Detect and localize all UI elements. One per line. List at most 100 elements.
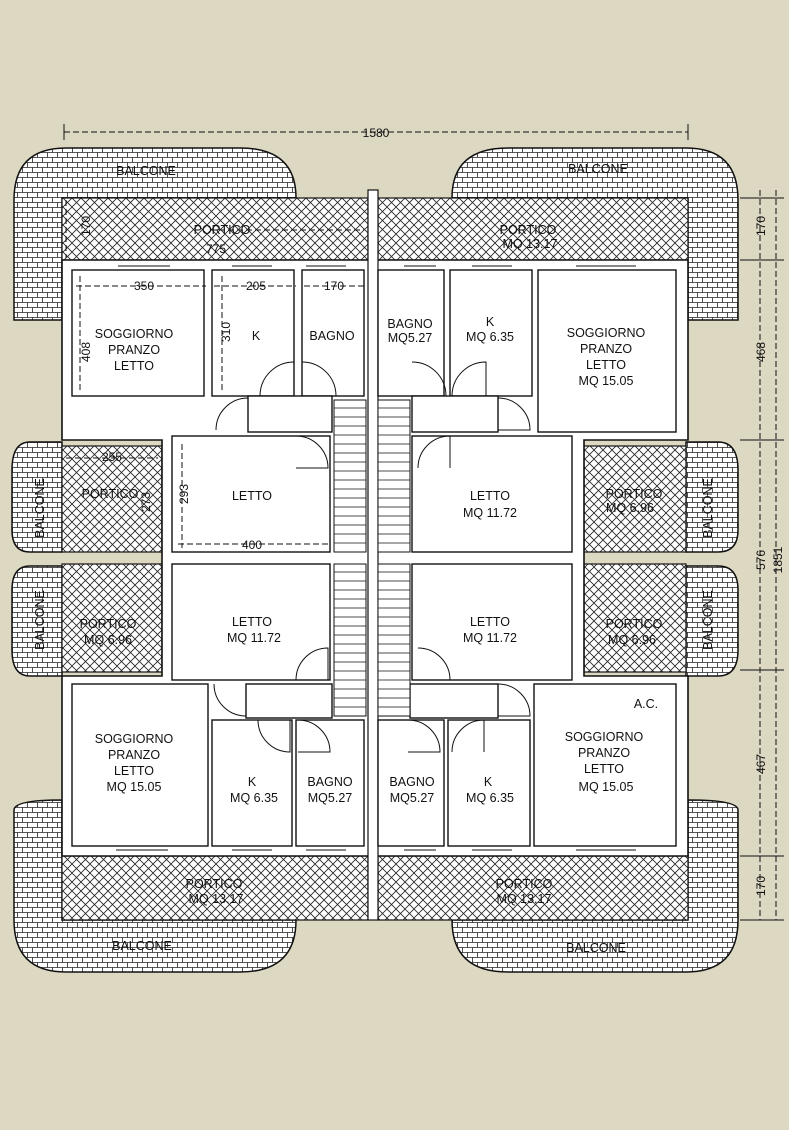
- porticos: [61, 197, 689, 921]
- bedroom-label-bl: LETTO: [232, 615, 272, 629]
- dim-273: 273: [139, 492, 153, 512]
- unit-top-left: [71, 269, 365, 553]
- doors: [213, 361, 531, 753]
- room-labels: SOGGIORNO PRANZO LETTO K BAGNO LETTO BAG…: [95, 315, 658, 805]
- portico-top-right: [377, 197, 689, 261]
- door-icon: [295, 647, 329, 681]
- portico-label-right-upper: PORTICO: [606, 487, 663, 501]
- dim-1851: 1851: [771, 546, 785, 573]
- bedroom-area-bl: MQ 11.72: [227, 631, 281, 645]
- kitchen-area-tr: MQ 6.35: [466, 330, 514, 344]
- dim-408: 408: [79, 342, 93, 362]
- living-label-tl: PRANZO: [108, 343, 160, 357]
- door-icon: [411, 361, 447, 397]
- dim-170b: 170: [324, 279, 344, 293]
- dimension-lines: [63, 124, 784, 921]
- dim-293: 293: [177, 484, 191, 504]
- room-bedroom-bl: [171, 563, 331, 681]
- balconies: [11, 147, 739, 973]
- door-icon: [257, 719, 291, 753]
- living-label-tl: LETTO: [114, 359, 154, 373]
- kitchen-label-br: K: [484, 775, 493, 789]
- balcony-left-upper: [11, 441, 63, 553]
- dim-top-170: 170: [754, 216, 768, 236]
- bedroom-area-br: MQ 11.72: [463, 631, 517, 645]
- portico-label-right-lower: PORTICO: [606, 617, 663, 631]
- door-icon: [417, 647, 451, 681]
- bath-area-tr: MQ5.27: [388, 331, 433, 345]
- room-bath-bl: [295, 719, 365, 847]
- balcony-right-lower: [685, 565, 739, 677]
- portico-labels: PORTICO PORTICO MQ 13.17 PORTICO PORTICO…: [80, 223, 663, 906]
- balcony-label-right-upper: BALCONE: [701, 478, 715, 538]
- dimension-labels: 1580 1851 170 468 576 467 170 170 775 35…: [79, 126, 785, 896]
- kitchen-area-bl: MQ 6.35: [230, 791, 278, 805]
- living-area-br: MQ 15.05: [579, 780, 634, 794]
- bath-label-tr: BAGNO: [387, 317, 432, 331]
- ac-label: A.C.: [634, 697, 658, 711]
- door-icon: [297, 719, 331, 753]
- balcony-left-lower: [11, 565, 63, 677]
- room-bath-br: [377, 719, 445, 847]
- portico-label-left-upper: PORTICO: [82, 487, 139, 501]
- room-kitchen-tr: [449, 269, 533, 397]
- balcony-label-left-lower: BALCONE: [33, 590, 47, 650]
- bath-area-br: MQ5.27: [390, 791, 435, 805]
- room-living-tl: [71, 269, 205, 397]
- balcony-label-left-upper: BALCONE: [33, 478, 47, 538]
- living-area-bl: MQ 15.05: [107, 780, 162, 794]
- living-label-br: SOGGIORNO: [565, 730, 644, 744]
- stair-run: [377, 399, 411, 553]
- balcony-label-bottom-right: BALCONE: [566, 941, 626, 955]
- portico-top-left: [61, 197, 369, 261]
- dim-350: 350: [134, 279, 154, 293]
- portico-left-upper: [61, 445, 163, 553]
- central-wall-divider: [367, 189, 379, 921]
- room-kitchen-br: [447, 719, 531, 847]
- bath-label-tl: BAGNO: [309, 329, 354, 343]
- door-icon: [497, 683, 531, 717]
- room-kitchen-bl: [211, 719, 293, 847]
- dim-255: 255: [102, 450, 122, 464]
- stair-run: [333, 399, 367, 553]
- room-living-br: [533, 683, 677, 847]
- balcony-top-left: [13, 147, 297, 321]
- room-living-tr: [537, 269, 677, 433]
- room-bedroom-tl: [171, 435, 331, 553]
- room-bedroom-tr: [411, 435, 573, 553]
- door-icon: [301, 361, 337, 397]
- corridor-tr: [411, 395, 499, 433]
- dim-576: 576: [754, 550, 768, 570]
- dim-467: 467: [754, 754, 768, 774]
- room-kitchen-tl: [211, 269, 295, 397]
- bath-label-bl: BAGNO: [307, 775, 352, 789]
- door-icon: [451, 719, 485, 753]
- balcony-top-right: [451, 147, 739, 321]
- living-label-tr: LETTO: [586, 358, 626, 372]
- dim-1580: 1580: [363, 126, 390, 140]
- bedroom-area-tr: MQ 11.72: [463, 506, 517, 520]
- portico-area-right-upper: MQ 6.96: [606, 501, 654, 515]
- living-label-bl: PRANZO: [108, 748, 160, 762]
- portico-area-top-right: MQ 13.17: [503, 237, 558, 251]
- portico-area-bottom-left: MQ 13.17: [189, 892, 244, 906]
- dim-468: 468: [754, 342, 768, 362]
- corridor-bl: [245, 683, 333, 719]
- balcony-bottom-right: [451, 799, 739, 973]
- dim-310: 310: [219, 322, 233, 342]
- room-bath-tr: [377, 269, 445, 397]
- bedroom-label-tl: LETTO: [232, 489, 272, 503]
- stair-run: [333, 563, 367, 717]
- kitchen-label-tr: K: [486, 315, 495, 329]
- door-icon: [295, 435, 329, 469]
- room-bedroom-br: [411, 563, 573, 681]
- portico-left-lower: [61, 563, 163, 673]
- balcony-label-top-right: BALCONE: [568, 162, 628, 176]
- balcony-bottom-left: [13, 799, 297, 973]
- kitchen-label-tl: K: [252, 329, 261, 343]
- living-label-tl: SOGGIORNO: [95, 327, 174, 341]
- unit-bottom-right: [377, 563, 677, 847]
- living-label-tr: PRANZO: [580, 342, 632, 356]
- portico-right-lower: [583, 563, 687, 673]
